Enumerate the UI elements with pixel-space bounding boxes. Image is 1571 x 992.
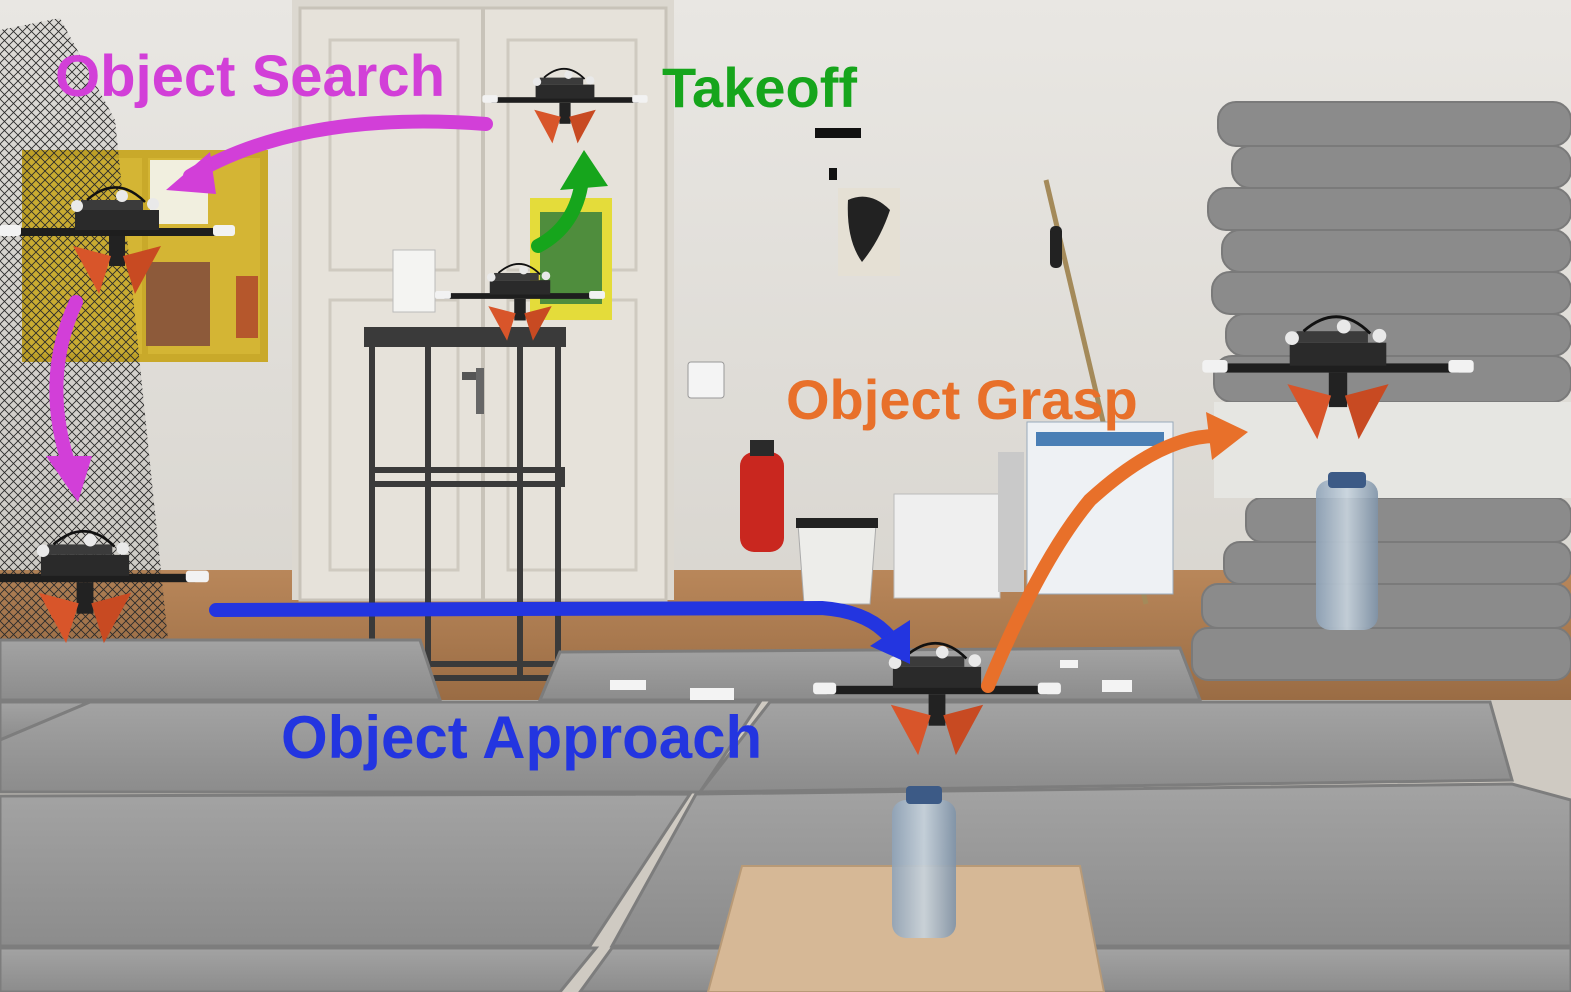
label-takeoff: Takeoff — [662, 56, 857, 119]
object-approach-arrow — [209, 600, 910, 664]
takeoff-arrow — [531, 150, 608, 253]
label-object-grasp: Object Grasp — [786, 368, 1138, 431]
object-search-arrow — [46, 114, 493, 502]
label-object-approach: Object Approach — [281, 704, 763, 771]
label-object-search: Object Search — [55, 44, 446, 109]
object-grasp-arrow — [981, 412, 1248, 693]
